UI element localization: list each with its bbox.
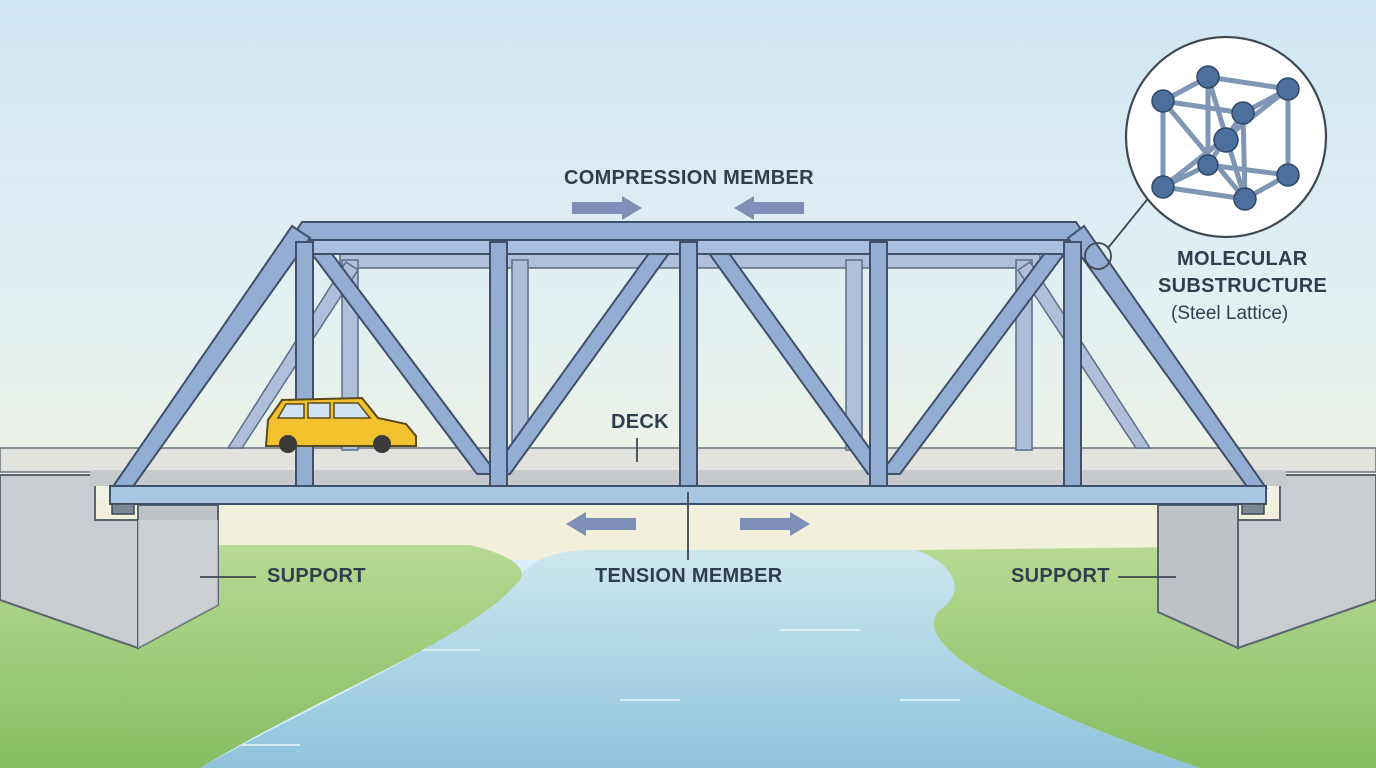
top-chord <box>288 221 1090 241</box>
compression-member-label: COMPRESSION MEMBER <box>564 167 814 189</box>
support-right-label: SUPPORT <box>1011 565 1110 587</box>
tension-member-label: TENSION MEMBER <box>595 565 783 587</box>
vertical-member <box>869 241 888 487</box>
front-truss <box>109 221 1268 505</box>
lattice-icon <box>1124 35 1328 239</box>
vertical-member <box>679 241 698 487</box>
leader-lines <box>200 195 1176 578</box>
tension-arrow-icon <box>566 512 810 536</box>
back-truss <box>226 249 1152 451</box>
vertical-member <box>295 241 314 487</box>
molecular-label-line2: SUBSTRUCTURE <box>1158 275 1328 297</box>
molecular-label-line1: MOLECULAR <box>1177 248 1308 270</box>
left-abutment <box>0 474 219 650</box>
support-left-label: SUPPORT <box>267 565 366 587</box>
vertical-member <box>489 241 508 487</box>
water-ripples <box>230 629 960 746</box>
compression-arrow-icon <box>572 196 804 220</box>
deck-label: DECK <box>611 411 669 433</box>
river <box>200 550 1200 768</box>
vertical-member <box>1063 241 1082 487</box>
molecular-sublabel: (Steel Lattice) <box>1171 303 1289 324</box>
bearings <box>111 503 1265 515</box>
car-icon <box>264 396 417 453</box>
